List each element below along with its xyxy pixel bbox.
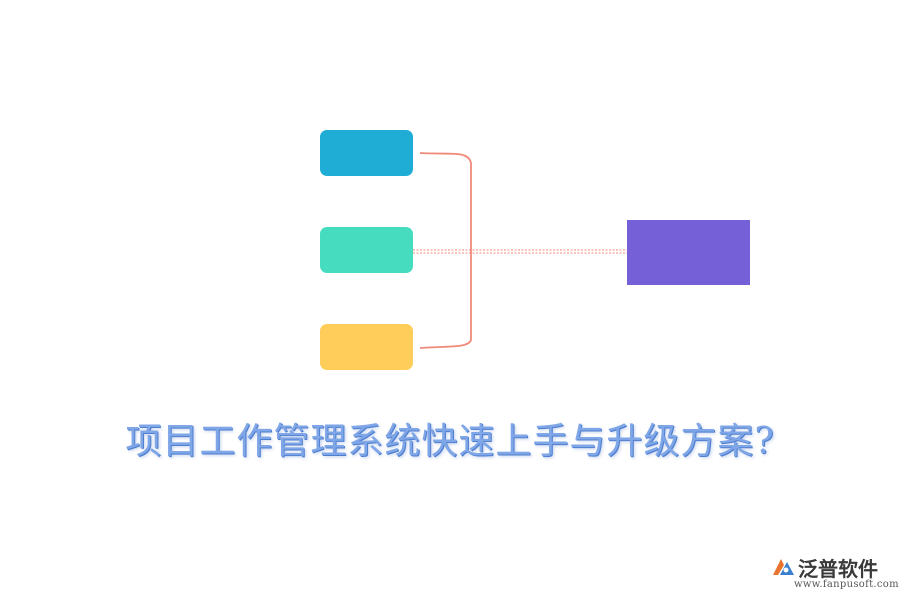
- brand-name: 泛普软件: [798, 557, 878, 581]
- node-target: [627, 220, 750, 285]
- brand-url: www.fanpusoft.com: [794, 579, 899, 590]
- brand-watermark: 泛普软件 www.fanpusoft.com: [768, 553, 899, 593]
- connector-top: [419, 152, 472, 349]
- node-bottom: [320, 324, 413, 370]
- node-middle: [320, 227, 413, 273]
- node-top: [320, 130, 413, 176]
- fanpu-logo-icon: [773, 559, 794, 575]
- page-title: 项目工作管理系统快速上手与升级方案?: [125, 421, 775, 462]
